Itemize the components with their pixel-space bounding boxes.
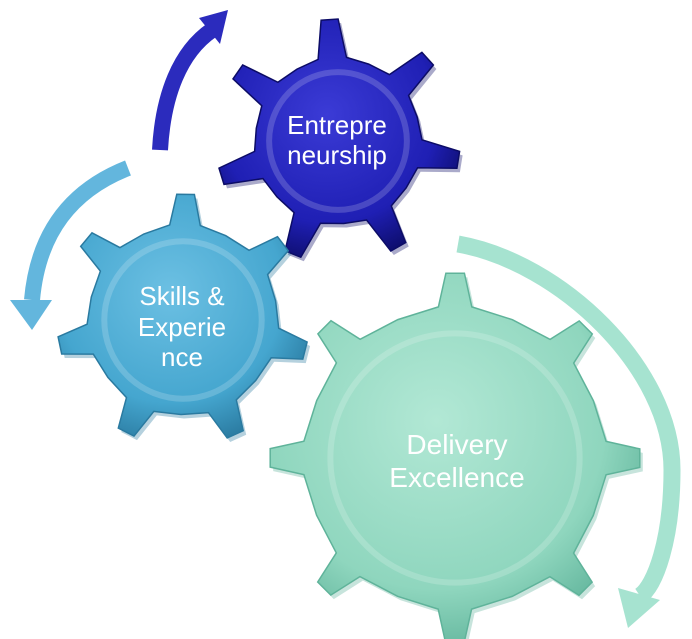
gear-skills-shape-body xyxy=(57,193,308,439)
gear-entre-shape-body xyxy=(218,18,461,259)
gear-entrepreneurship-shape xyxy=(218,18,463,262)
arrow-left xyxy=(10,160,132,330)
gear-delivery-shape-ring xyxy=(327,330,583,586)
gear-skills-shape-ring xyxy=(101,238,265,402)
arrow-top xyxy=(152,10,228,151)
arrow-right xyxy=(456,235,681,628)
gear-entre-shape-ring xyxy=(266,69,410,213)
gear-skills-experience-shape xyxy=(57,193,311,442)
gear-delivery-excellence-shape xyxy=(269,272,643,639)
gear-delivery-shape-body xyxy=(269,272,641,639)
